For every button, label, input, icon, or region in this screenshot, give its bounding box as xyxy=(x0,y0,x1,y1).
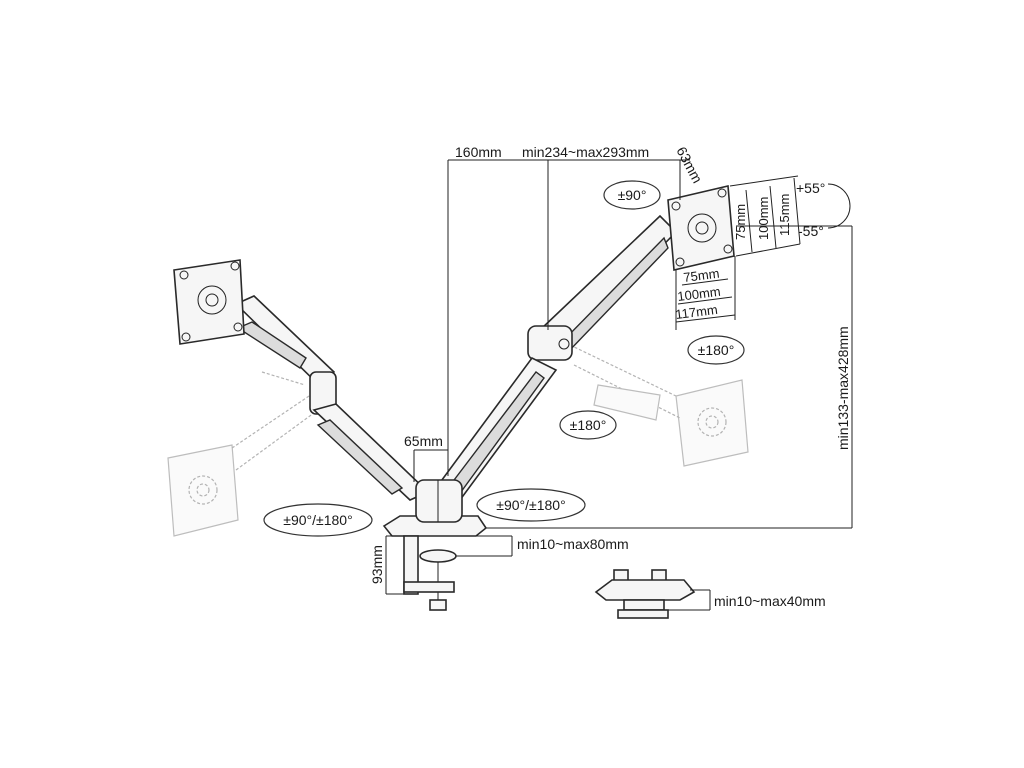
tilt-arc xyxy=(827,183,851,229)
label-vesa-w-75: 75mm xyxy=(683,266,721,285)
badge-head-rotate-text: ±180° xyxy=(698,342,735,358)
desk-clamp xyxy=(403,535,457,611)
label-base-height: 93mm xyxy=(369,545,385,584)
badge-head-swivel-text: ±90° xyxy=(618,187,647,203)
label-height-range: min133-max428mm xyxy=(835,326,851,450)
badge-right-base-rotate-text: ±90°/±180° xyxy=(496,497,565,513)
label-vesa-h-100: 100mm xyxy=(756,197,771,240)
label-vesa-depth: 63mm xyxy=(673,144,705,186)
badge-right-base-rotate: ±90°/±180° xyxy=(476,488,586,522)
grommet-base xyxy=(594,569,696,619)
label-grommet-range: min10~max40mm xyxy=(714,593,826,609)
label-vesa-w-117: 117mm xyxy=(675,302,719,322)
label-arm-reach: min234~max293mm xyxy=(522,144,649,160)
label-pole-offset: 65mm xyxy=(404,433,443,449)
right-vesa-plate xyxy=(667,185,735,271)
label-vesa-w-100: 100mm xyxy=(677,284,722,304)
label-vesa-h-75: 75mm xyxy=(733,204,748,240)
badge-head-rotate: ±180° xyxy=(687,335,745,365)
right-ghost-vesa-plate xyxy=(569,344,749,467)
badge-head-swivel: ±90° xyxy=(603,180,661,210)
badge-left-base-rotate-text: ±90°/±180° xyxy=(283,512,352,528)
label-arm-offset: 160mm xyxy=(455,144,502,160)
desk-base xyxy=(382,479,488,537)
badge-elbow-rotate-text: ±180° xyxy=(570,417,607,433)
badge-elbow-rotate: ±180° xyxy=(559,410,617,440)
badge-left-base-rotate: ±90°/±180° xyxy=(263,503,373,537)
left-vesa-plate xyxy=(173,259,245,345)
label-clamp-range: min10~max80mm xyxy=(517,536,629,552)
label-tilt-up: +55° xyxy=(796,180,825,196)
left-arm xyxy=(234,295,430,501)
dimension-lines xyxy=(385,159,853,611)
label-tilt-down: -55° xyxy=(798,223,824,239)
left-ghost-vesa-plate xyxy=(167,371,319,537)
right-arm xyxy=(434,214,678,502)
label-vesa-h-115: 115mm xyxy=(777,194,792,236)
